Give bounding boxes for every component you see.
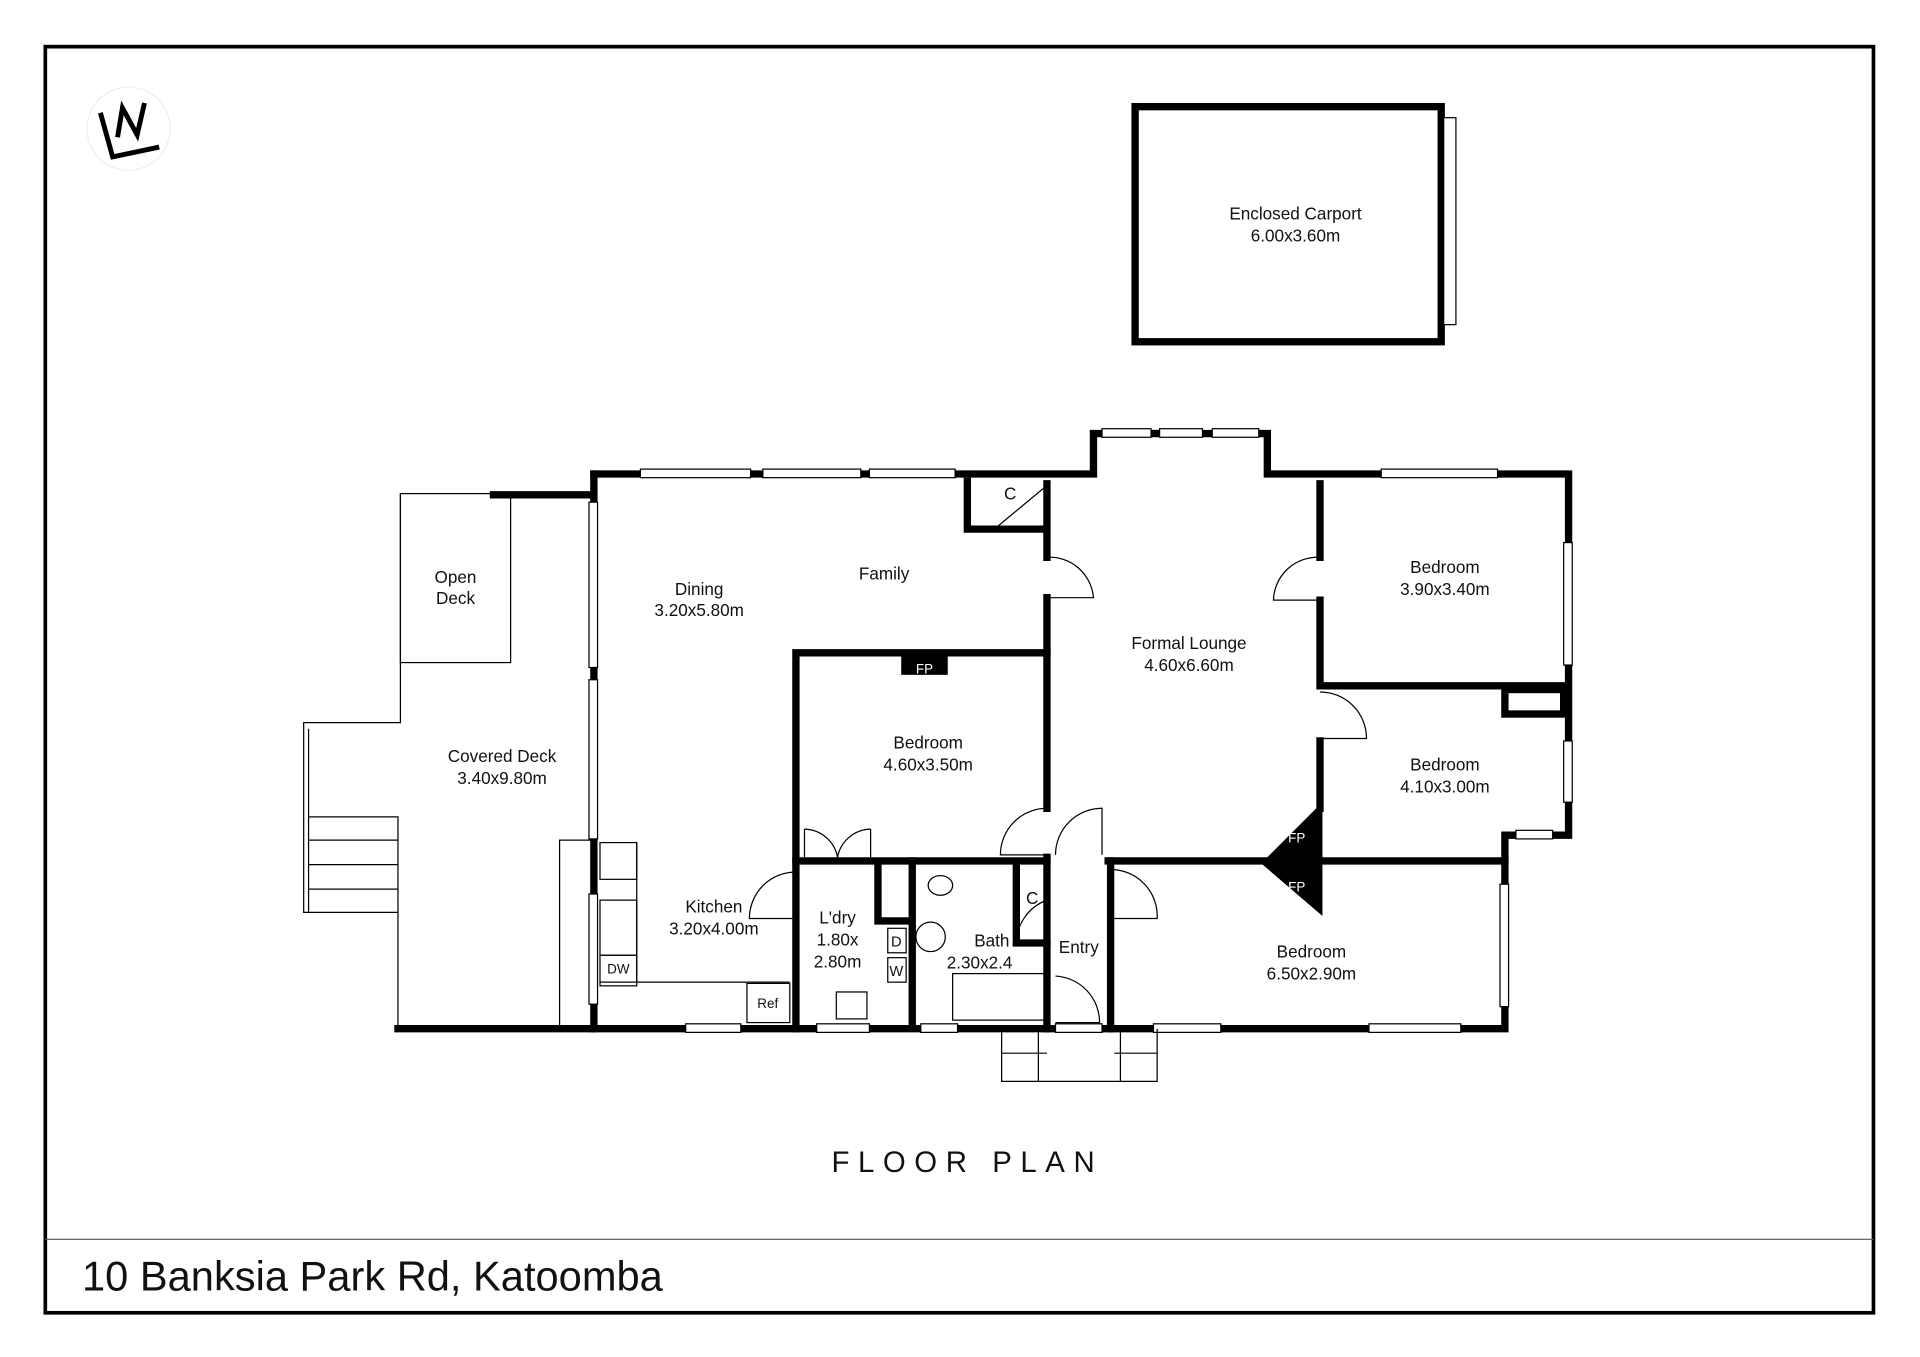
svg-text:Deck: Deck bbox=[436, 588, 475, 608]
svg-text:Enclosed Carport: Enclosed Carport bbox=[1229, 203, 1362, 223]
walls bbox=[394, 428, 1573, 1033]
svg-text:D: D bbox=[891, 935, 902, 951]
svg-text:2.80m: 2.80m bbox=[814, 951, 862, 971]
svg-text:6.00x3.60m: 6.00x3.60m bbox=[1251, 225, 1341, 245]
svg-text:Open: Open bbox=[435, 567, 477, 587]
svg-text:C: C bbox=[1026, 888, 1038, 908]
page-border bbox=[43, 44, 1876, 1315]
svg-text:Bedroom: Bedroom bbox=[1277, 942, 1347, 962]
svg-text:FP: FP bbox=[1288, 880, 1305, 895]
svg-text:1.80x: 1.80x bbox=[817, 929, 859, 949]
svg-text:2.30x2.4: 2.30x2.4 bbox=[947, 953, 1013, 973]
carport bbox=[1131, 102, 1457, 346]
svg-text:3.20x4.00m: 3.20x4.00m bbox=[669, 918, 759, 938]
svg-text:Family: Family bbox=[859, 563, 910, 583]
svg-text:FP: FP bbox=[1288, 831, 1305, 846]
svg-text:W: W bbox=[889, 964, 903, 980]
svg-text:FP: FP bbox=[916, 662, 933, 677]
svg-text:Covered Deck: Covered Deck bbox=[448, 746, 557, 766]
svg-text:3.90x3.40m: 3.90x3.40m bbox=[1400, 579, 1490, 599]
svg-text:Kitchen: Kitchen bbox=[685, 896, 742, 916]
svg-text:4.60x6.60m: 4.60x6.60m bbox=[1144, 655, 1234, 675]
svg-text:Ref: Ref bbox=[757, 996, 778, 1011]
svg-text:6.50x2.90m: 6.50x2.90m bbox=[1267, 964, 1357, 984]
svg-text:Dining: Dining bbox=[675, 579, 724, 599]
svg-text:DW: DW bbox=[607, 962, 630, 977]
fixtures bbox=[599, 841, 1158, 1082]
doors bbox=[748, 487, 1368, 1024]
room-labels: Enclosed Carport 6.00x3.60m Open Deck Di… bbox=[435, 203, 1490, 1011]
logo bbox=[86, 86, 171, 171]
svg-text:4.10x3.00m: 4.10x3.00m bbox=[1400, 776, 1490, 796]
svg-text:3.20x5.80m: 3.20x5.80m bbox=[654, 600, 744, 620]
svg-text:L'dry: L'dry bbox=[819, 907, 856, 927]
plan-title: FLOOR PLAN bbox=[831, 1146, 1103, 1179]
svg-text:Bedroom: Bedroom bbox=[1410, 754, 1480, 774]
address: 10 Banksia Park Rd, Katoomba bbox=[82, 1253, 664, 1300]
svg-text:C: C bbox=[1004, 484, 1016, 504]
svg-text:Bath: Bath bbox=[974, 931, 1009, 951]
svg-text:Bedroom: Bedroom bbox=[893, 732, 963, 752]
svg-text:Formal Lounge: Formal Lounge bbox=[1131, 633, 1246, 653]
svg-text:4.60x3.50m: 4.60x3.50m bbox=[883, 754, 973, 774]
svg-text:3.40x9.80m: 3.40x9.80m bbox=[457, 768, 546, 788]
decks bbox=[303, 491, 598, 1029]
svg-text:Entry: Entry bbox=[1059, 937, 1099, 957]
svg-text:Bedroom: Bedroom bbox=[1410, 557, 1480, 577]
